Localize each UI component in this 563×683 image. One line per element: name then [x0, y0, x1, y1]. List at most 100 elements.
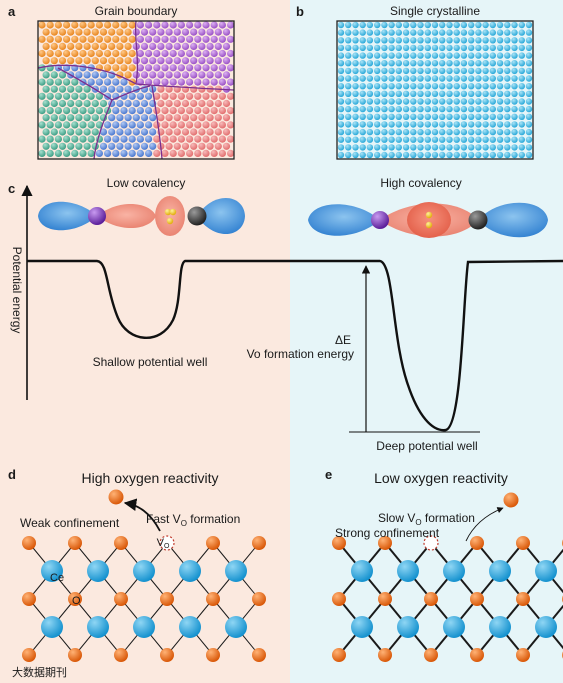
grain-atom — [214, 114, 222, 122]
crystal-atom — [417, 98, 424, 105]
crystal-atom — [460, 136, 468, 143]
grain-atom — [186, 121, 194, 129]
crystal-atom — [482, 44, 489, 52]
ce-atom — [87, 616, 109, 638]
crystal-atom — [381, 52, 388, 59]
crystal-atom — [446, 98, 453, 105]
crystal-atom — [366, 98, 374, 105]
grain-atom — [186, 92, 194, 100]
o-atom — [516, 536, 530, 550]
grain-atom — [42, 28, 50, 36]
crystal-atom — [359, 151, 366, 159]
crystal-atom — [388, 105, 395, 113]
grain-atom — [46, 92, 54, 100]
grain-atom — [136, 49, 144, 58]
crystal-atom — [431, 21, 439, 29]
crystal-atom — [345, 90, 352, 98]
crystal-atom — [417, 151, 424, 159]
grain-atom — [79, 35, 87, 43]
grain-atom — [140, 114, 149, 122]
grain-atom — [63, 21, 71, 29]
crystal-atom — [446, 144, 453, 151]
grain-atom — [75, 114, 83, 122]
grain-atom — [116, 114, 124, 122]
grain-atom — [227, 21, 234, 29]
crystal-atom — [482, 136, 489, 143]
grain-atom — [124, 71, 132, 79]
grain-atom — [161, 107, 169, 115]
grain-atom — [222, 57, 231, 65]
grain-atom — [67, 99, 75, 108]
grain-atom — [149, 128, 157, 136]
crystal-atom — [337, 44, 345, 52]
grain-atom — [157, 71, 165, 79]
crystal-atom — [395, 105, 402, 113]
grain-atom — [206, 114, 214, 122]
panel-a-title: Grain boundary — [95, 4, 178, 18]
crystal-atom — [504, 90, 511, 98]
grain-atom — [214, 42, 222, 51]
crystal-atom — [352, 98, 359, 105]
grain-atom — [210, 49, 218, 58]
crystal-atom — [424, 128, 431, 136]
grain-atom — [38, 121, 46, 129]
o-atom — [206, 592, 220, 606]
crystal-atom — [424, 29, 431, 36]
grain-atom — [124, 99, 132, 108]
crystal-atom — [525, 52, 533, 59]
grain-atom — [210, 107, 218, 115]
grain-atom — [124, 128, 132, 136]
grain-atom — [87, 49, 95, 58]
grain-atom — [145, 107, 153, 115]
grain-atom — [161, 121, 169, 129]
crystal-atom — [439, 60, 446, 67]
grain-atom — [38, 135, 46, 143]
crystal-atom — [345, 136, 352, 143]
crystal-atom — [496, 128, 504, 136]
grain-atom — [136, 149, 144, 157]
crystal-atom — [511, 37, 518, 44]
crystal-atom — [439, 136, 446, 143]
crystal-atom — [504, 144, 511, 151]
grain-atom — [132, 71, 140, 79]
crystal-atom — [424, 67, 431, 75]
grain-atom — [227, 35, 234, 43]
crystal-atom — [460, 29, 468, 36]
crystal-atom — [504, 60, 511, 67]
grain-atom — [218, 64, 226, 72]
grain-atom — [190, 28, 198, 36]
crystal-atom — [460, 98, 468, 105]
grain-atom — [124, 57, 132, 65]
crystal-atom — [374, 113, 381, 121]
grain-atom — [54, 78, 63, 86]
grain-atom — [116, 28, 124, 36]
crystal-atom — [359, 60, 366, 67]
grain-atom — [71, 121, 79, 129]
ce-atom — [535, 560, 557, 582]
crystal-atom — [525, 29, 533, 36]
o-atom — [252, 648, 266, 662]
crystal-atom — [402, 90, 410, 98]
grain-atom — [190, 57, 198, 65]
crystal-atom — [431, 44, 439, 52]
grain-atom — [202, 49, 210, 58]
crystal-atom — [496, 75, 504, 82]
crystal-atom — [460, 44, 468, 52]
grain-atom — [104, 21, 112, 29]
crystal-atom — [417, 37, 424, 44]
crystal-atom — [504, 128, 511, 136]
grain-atom — [58, 99, 67, 108]
grain-atom — [50, 114, 58, 122]
crystal-atom — [395, 21, 402, 29]
grain-boundary-atoms — [38, 21, 234, 157]
crystal-atom — [446, 90, 453, 98]
grain-atom — [165, 142, 173, 150]
grain-atom — [120, 21, 128, 29]
grain-atom — [108, 114, 116, 122]
grain-atom — [218, 135, 226, 143]
grain-atom — [63, 49, 71, 58]
crystal-atom — [504, 113, 511, 121]
crystal-atom — [453, 128, 460, 136]
crystal-atom — [352, 21, 359, 29]
grain-atom — [58, 85, 67, 93]
